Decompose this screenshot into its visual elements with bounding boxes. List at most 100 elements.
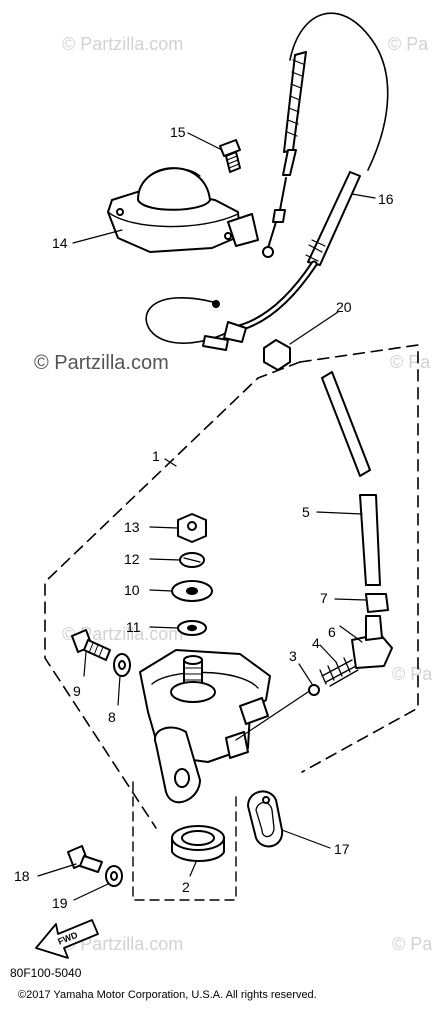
watermark: © Partzilla.com bbox=[62, 34, 184, 54]
reference-code: 80F100-5040 bbox=[10, 966, 82, 980]
callout-16: 16 bbox=[378, 191, 394, 207]
hose-fitting bbox=[223, 321, 247, 343]
watermark: © Partzilla.com bbox=[62, 624, 184, 644]
copyright-notice: ©2017 Yamaha Motor Corporation, U.S.A. A… bbox=[18, 989, 317, 1001]
watermark: © Partzilla.com bbox=[34, 352, 169, 374]
cable-sheath bbox=[282, 149, 297, 176]
callout-19: 19 bbox=[52, 895, 68, 911]
bolt bbox=[83, 639, 111, 661]
lock-washer bbox=[183, 557, 201, 563]
leader-line bbox=[72, 229, 123, 244]
pump-boss bbox=[225, 731, 249, 759]
cable-end bbox=[267, 221, 277, 249]
callout-5: 5 bbox=[302, 504, 310, 520]
bolt bbox=[79, 855, 103, 873]
watermark: © Pa bbox=[388, 34, 429, 54]
callout-8: 8 bbox=[108, 709, 116, 725]
callout-18: 18 bbox=[14, 868, 30, 884]
leader-line bbox=[149, 626, 179, 629]
oil-seal bbox=[181, 830, 215, 846]
cable bbox=[289, 12, 389, 171]
leader-line bbox=[189, 861, 197, 877]
watermark: © Pa bbox=[390, 352, 431, 372]
leader-line bbox=[319, 644, 337, 663]
hose-ribs bbox=[305, 239, 326, 262]
callout-7: 7 bbox=[320, 590, 328, 606]
washer-hole bbox=[187, 624, 197, 632]
watermark: © Partzilla.com bbox=[62, 934, 184, 954]
callout-20: 20 bbox=[336, 299, 352, 315]
nut-hole bbox=[187, 521, 197, 531]
pump-mount-hole bbox=[174, 768, 190, 788]
oil-hose-inner bbox=[228, 262, 316, 332]
callout-12: 12 bbox=[124, 551, 140, 567]
sensor-wire bbox=[212, 300, 220, 308]
washer bbox=[105, 865, 123, 887]
callout-13: 13 bbox=[124, 519, 140, 535]
leader-line bbox=[351, 193, 376, 199]
leader-line bbox=[298, 663, 313, 685]
pump-boss bbox=[170, 681, 216, 703]
leader-line bbox=[37, 863, 77, 877]
callout-10: 10 bbox=[124, 582, 140, 598]
pump-cover-hole bbox=[116, 208, 124, 216]
hose bbox=[321, 371, 371, 477]
callout-2: 2 bbox=[182, 879, 190, 895]
pump-cover-dome bbox=[137, 167, 211, 211]
watermark: © Pa bbox=[392, 664, 433, 684]
leader-line bbox=[149, 589, 173, 592]
hose-clip bbox=[365, 593, 389, 613]
nut bbox=[263, 339, 291, 371]
leader-line bbox=[73, 883, 109, 901]
leader-line bbox=[149, 558, 181, 561]
oil-hose bbox=[226, 260, 318, 334]
gasket-hole bbox=[262, 796, 270, 804]
washer bbox=[113, 653, 131, 677]
assembly-outline bbox=[132, 781, 237, 901]
pump-body-top bbox=[151, 671, 259, 689]
cable-end bbox=[272, 177, 287, 223]
pump-port bbox=[239, 697, 269, 725]
leader-line bbox=[281, 829, 331, 849]
assembly-outline bbox=[299, 344, 419, 773]
leader-line bbox=[117, 675, 121, 706]
check-ball bbox=[308, 684, 320, 696]
callout-14: 14 bbox=[52, 235, 68, 251]
callout-9: 9 bbox=[73, 683, 81, 699]
leader-line bbox=[149, 526, 179, 529]
spring bbox=[319, 657, 359, 687]
callout-6: 6 bbox=[328, 624, 336, 640]
pump-cover-dome bbox=[149, 167, 201, 177]
pump-cover-lever bbox=[227, 213, 259, 247]
callout-17: 17 bbox=[334, 841, 350, 857]
callout-3: 3 bbox=[289, 648, 297, 664]
sensor-wire bbox=[145, 297, 233, 344]
cable-sheath bbox=[283, 51, 307, 153]
leader-line bbox=[235, 691, 309, 741]
hose-fitting bbox=[202, 335, 229, 351]
screw bbox=[219, 139, 241, 157]
washer-hole bbox=[186, 587, 198, 595]
leader-line bbox=[164, 458, 177, 467]
front-arrow-icon bbox=[35, 919, 99, 959]
pump-cover-hole bbox=[224, 232, 232, 240]
oil-seal bbox=[171, 825, 225, 851]
hose bbox=[359, 494, 381, 586]
cable-end bbox=[262, 246, 274, 258]
pump-cover-flange bbox=[107, 211, 239, 228]
watermark: © Pa bbox=[392, 934, 433, 954]
gasket-inner bbox=[255, 801, 275, 838]
callout-15: 15 bbox=[170, 124, 186, 140]
cable-hatch bbox=[286, 59, 304, 137]
leader-line bbox=[289, 311, 339, 345]
pump-mount-flange bbox=[153, 726, 201, 804]
washer-hole bbox=[118, 660, 126, 670]
bolt-thread bbox=[88, 642, 104, 658]
callout-1: 1 bbox=[152, 448, 160, 464]
gasket bbox=[247, 790, 284, 848]
leader-line bbox=[83, 651, 87, 677]
callout-11: 11 bbox=[126, 619, 141, 635]
leader-line bbox=[334, 598, 367, 601]
